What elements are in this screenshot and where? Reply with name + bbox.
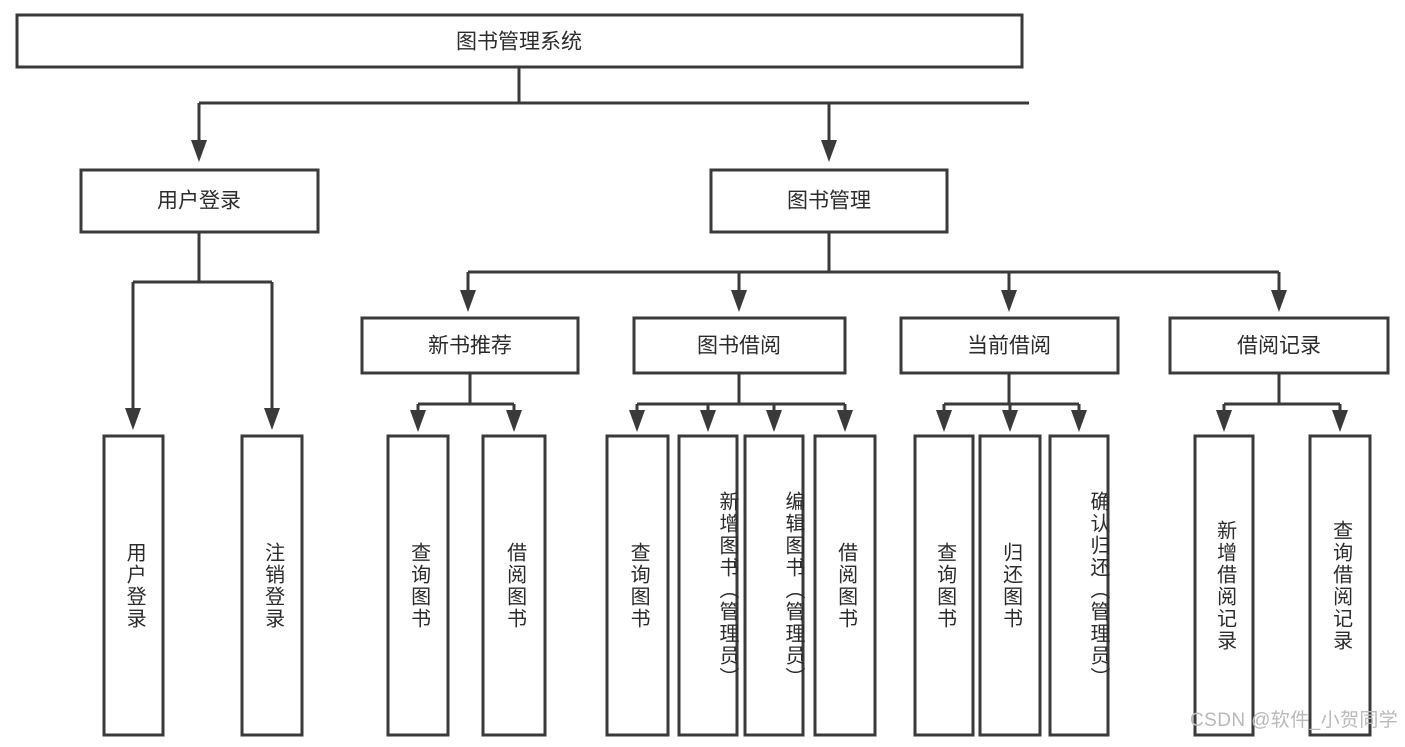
node-leaf-confirm-return-admin[interactable] <box>1048 434 1110 737</box>
node-borrow-record[interactable]: 借阅记录 <box>1168 316 1390 375</box>
node-book-borrow[interactable]: 图书借阅 <box>632 316 847 375</box>
connector-bookmgmt-to-level2 <box>460 232 1287 312</box>
connector-borrowrecord-to-leaves <box>1216 373 1348 432</box>
node-label-borrow-record: 借阅记录 <box>1237 335 1321 358</box>
connector-userlogin-to-leaves <box>125 232 280 430</box>
csdn-watermark: CSDN @软件_小贺同学 <box>1190 710 1399 731</box>
node-leaf-query-book-current[interactable] <box>913 434 975 737</box>
connector-newbook-to-leaves <box>410 373 522 432</box>
node-leaf-add-book-admin[interactable] <box>677 434 739 737</box>
node-label-current-borrow: 当前借阅 <box>967 335 1051 358</box>
node-new-book-recommend[interactable]: 新书推荐 <box>360 316 580 375</box>
node-label-book-management: 图书管理 <box>787 190 871 213</box>
node-leaf-borrow-book-recommend[interactable] <box>481 434 547 737</box>
node-leaf-return-book[interactable] <box>978 434 1042 737</box>
node-leaf-user-login[interactable] <box>102 434 165 737</box>
node-leaf-query-borrow-record[interactable] <box>1308 434 1372 737</box>
node-root-system[interactable]: 图书管理系统 <box>15 13 1024 69</box>
node-leaf-query-book-borrow[interactable] <box>605 434 670 737</box>
connector-currentborrow-to-leaves <box>936 373 1087 432</box>
node-current-borrow[interactable]: 当前借阅 <box>899 316 1120 375</box>
node-leaf-add-borrow-record[interactable] <box>1193 434 1255 737</box>
node-leaf-borrow-book[interactable] <box>813 434 877 737</box>
node-book-management[interactable]: 图书管理 <box>709 168 949 234</box>
connector-bookborrow-to-leaves <box>629 373 853 432</box>
node-label-new-book-recommend: 新书推荐 <box>428 335 512 358</box>
node-label-user-login: 用户登录 <box>157 190 241 213</box>
node-leaf-query-book-recommend[interactable] <box>386 434 450 737</box>
node-label-root: 图书管理系统 <box>456 31 582 54</box>
connector-root-to-level1 <box>191 67 1029 162</box>
node-label-book-borrow: 图书借阅 <box>697 335 781 358</box>
node-leaf-logout[interactable] <box>240 434 304 737</box>
node-user-login[interactable]: 用户登录 <box>79 168 320 234</box>
node-leaf-edit-book-admin[interactable] <box>743 434 805 737</box>
